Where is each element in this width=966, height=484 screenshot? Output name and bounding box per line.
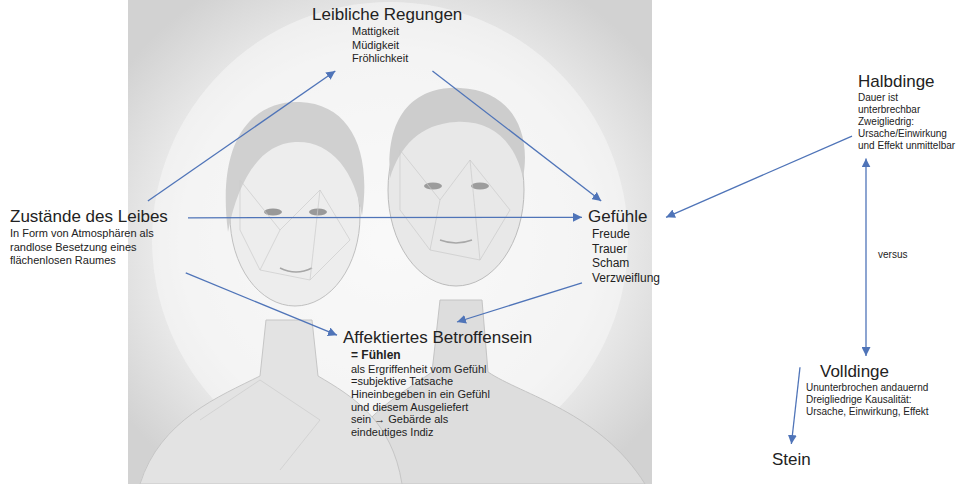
node-heading: Stein <box>772 450 811 470</box>
woman-mesh <box>200 180 350 470</box>
half-things-node: HalbdingeDauer ist unterbrechbar Zweigli… <box>856 70 960 154</box>
background-panel <box>128 0 652 484</box>
connector-arrow <box>432 71 601 201</box>
body-states-node: Zustände des LeibesIn Form von Atmosphär… <box>8 205 184 269</box>
node-body: Ununterbrochen andauernd Dreigliedrige K… <box>806 382 954 418</box>
node-body: Dauer ist unterbrechbar Zweigliedrig: Ur… <box>858 92 958 152</box>
woman-mouth <box>280 268 312 272</box>
node-body: als Ergriffenheit vom Gefühl =subjektive… <box>351 363 491 439</box>
node-heading: Halbdinge <box>858 72 958 92</box>
node-heading: Leibliche Regungen <box>312 5 462 25</box>
stone-node: Stein <box>770 448 813 472</box>
connector-arrow <box>148 71 335 201</box>
man-eye <box>471 183 489 190</box>
man-figure <box>330 88 645 484</box>
woman-eye <box>264 209 282 216</box>
node-body: In Form von Atmosphären als randlose Bes… <box>10 227 182 267</box>
body-stirrings-node: Leibliche RegungenMattigkeit Müdigkeit F… <box>310 3 464 67</box>
node-body: Mattigkeit Müdigkeit Fröhlichkeit <box>352 25 408 65</box>
edge-label: versus <box>876 249 909 261</box>
connector-arrow <box>666 136 852 217</box>
full-things-node: VolldingeUnunterbrochen andauernd Dreigl… <box>804 360 956 420</box>
connector-arrow <box>791 367 800 444</box>
node-heading: Affektiertes Betroffensein <box>343 328 532 348</box>
man-hair <box>389 88 525 178</box>
node-heading: Gefühle <box>588 207 660 227</box>
connector-arrow <box>188 217 582 219</box>
connector-arrow <box>186 273 337 335</box>
node-body: = Fühlen <box>351 348 532 362</box>
affected-node: Affektiertes Betroffensein= Fühlenals Er… <box>341 326 534 441</box>
man-mesh <box>400 150 510 260</box>
connector-arrow <box>457 283 582 322</box>
node-heading: Zustände des Leibes <box>10 207 182 227</box>
man-mouth <box>440 240 472 243</box>
feelings-node: GefühleFreude Trauer Scham Verzweiflung <box>586 205 662 287</box>
node-body: Freude Trauer Scham Verzweiflung <box>592 227 660 285</box>
node-heading: Volldinge <box>806 362 954 382</box>
woman-hair <box>226 102 365 232</box>
connector-arrow <box>865 158 866 356</box>
